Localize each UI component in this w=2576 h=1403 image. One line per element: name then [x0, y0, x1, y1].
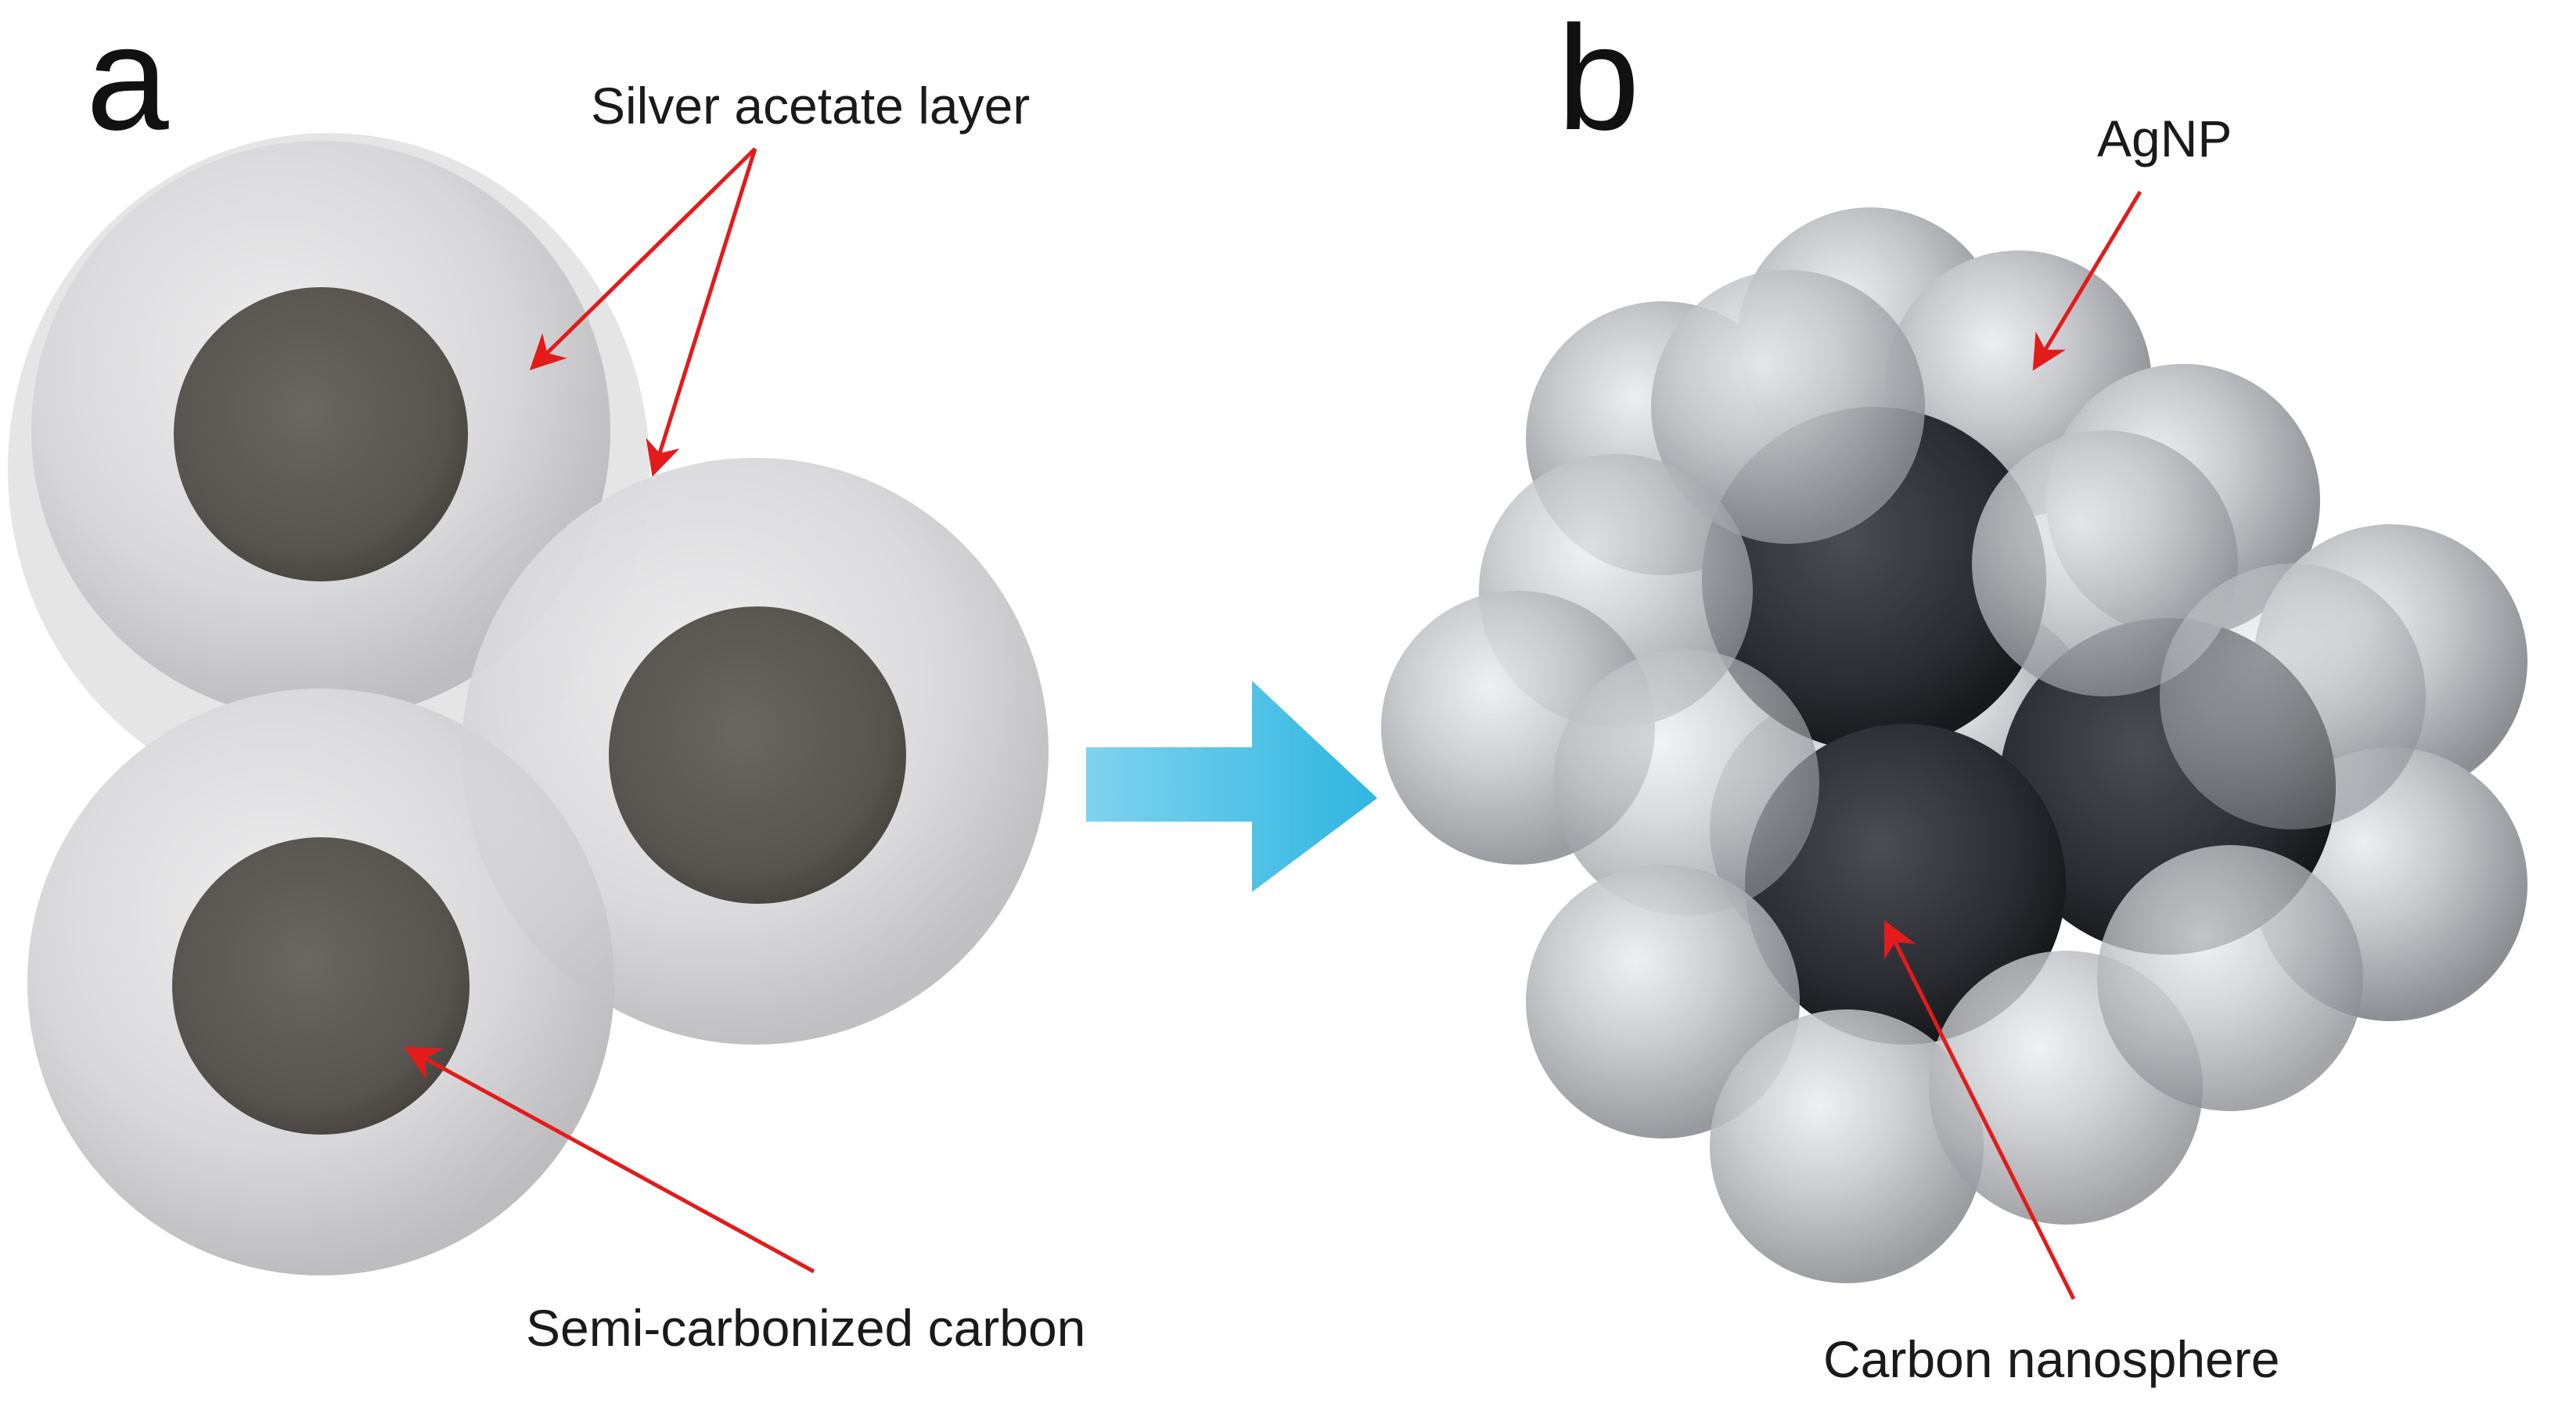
carbon-nanosphere	[1745, 724, 2066, 1045]
label-agnp: AgNP	[2097, 110, 2232, 167]
core-bottom-left	[172, 837, 470, 1135]
panel-b: b	[1381, 0, 2527, 1388]
label-carbon-nanosphere: Carbon nanosphere	[1823, 1330, 2279, 1388]
agnp	[1651, 270, 1925, 544]
pointer-agnp	[2032, 190, 2142, 371]
core-top-left	[174, 287, 468, 581]
agnp	[1526, 865, 1800, 1139]
right-arrow-icon	[1086, 681, 1377, 892]
agnp	[1710, 1009, 1984, 1283]
agnp	[1972, 430, 2238, 696]
label-silver-acetate-layer: Silver acetate layer	[591, 77, 1030, 135]
agnp	[2160, 563, 2426, 829]
pointer-shell-1	[529, 147, 757, 371]
semi-carbon-cores	[172, 287, 906, 1135]
panel-a: a Silver acetate layer Semi-carbonized c…	[8, 0, 1085, 1357]
pointer-carbon-nanosphere	[1883, 919, 2076, 1300]
pointer-shell-2	[646, 148, 757, 477]
pointer-core	[404, 1046, 815, 1274]
panel-a-letter: a	[86, 0, 169, 161]
agnp	[2097, 845, 2363, 1111]
panel-b-letter: b	[1557, 0, 1640, 161]
agnp	[1553, 649, 1819, 916]
silver-nanoparticles-front	[1381, 270, 2426, 1283]
core-right	[609, 606, 906, 904]
label-semi-carbonized-carbon: Semi-carbonized carbon	[526, 1299, 1085, 1357]
